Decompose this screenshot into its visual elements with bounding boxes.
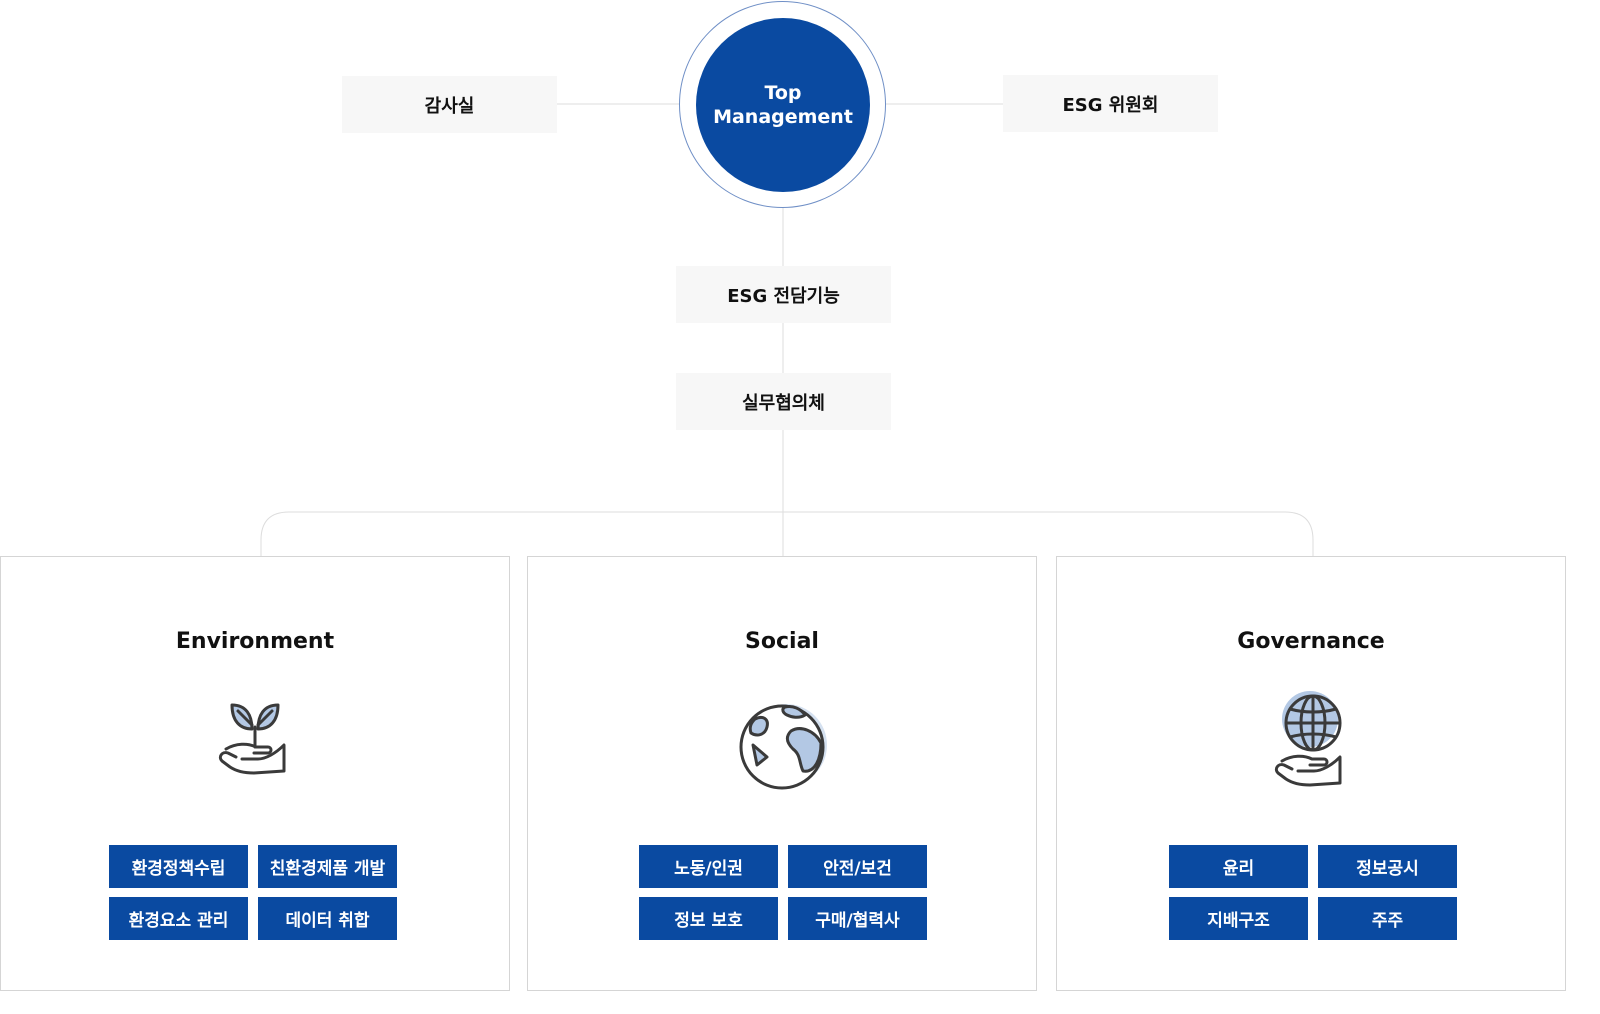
plant-in-hand-icon (200, 687, 310, 797)
social-tag: 안전/보건 (788, 845, 927, 888)
working-council-node: 실무협의체 (676, 373, 891, 430)
social-tag: 정보 보호 (639, 897, 778, 940)
environment-tag: 환경요소 관리 (109, 897, 248, 940)
social-title: Social (745, 629, 819, 654)
audit-office-node: 감사실 (342, 76, 557, 133)
governance-tag: 윤리 (1169, 845, 1308, 888)
governance-panel: Governance 윤리 정보공시 지배구조 주주 (1056, 556, 1566, 991)
social-tag: 노동/인권 (639, 845, 778, 888)
governance-tag: 주주 (1318, 897, 1457, 940)
social-tag: 구매/협력사 (788, 897, 927, 940)
esg-dedicated-function-node: ESG 전담기능 (676, 266, 891, 323)
environment-tag: 친환경제품 개발 (258, 845, 397, 888)
environment-tag: 데이터 취합 (258, 897, 397, 940)
environment-title: Environment (175, 629, 335, 654)
governance-tag: 지배구조 (1169, 897, 1308, 940)
social-panel: Social 노동/인권 안전/보건 정보 보호 구매/협력사 (527, 556, 1037, 991)
top-management-node: Top Management (696, 18, 870, 192)
environment-tag: 환경정책수립 (109, 845, 248, 888)
globe-earth-icon (727, 687, 837, 797)
governance-title: Governance (1237, 629, 1385, 654)
governance-tag: 정보공시 (1318, 845, 1457, 888)
environment-panel: Environment 환경정책수립 친환경제품 개발 환경요소 관리 데이터 … (0, 556, 510, 991)
esg-committee-node: ESG 위원회 (1003, 75, 1218, 132)
globe-in-hand-icon (1256, 687, 1366, 797)
